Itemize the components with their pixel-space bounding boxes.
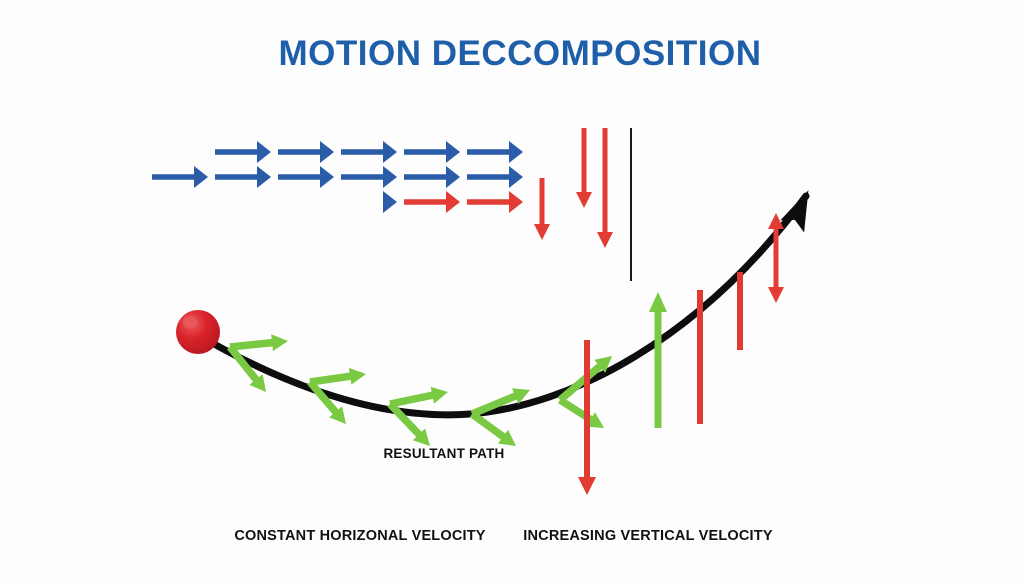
vertical-velocity-bars-group (578, 213, 784, 495)
horizontal-velocity-arrowhead (446, 191, 460, 213)
component-vector-up-head (594, 356, 612, 373)
component-vector-up-head (430, 386, 448, 404)
vertical-velocity-bar-head (578, 477, 596, 495)
component-vector-down-head (498, 429, 516, 446)
horizontal-velocity-arrowhead (320, 166, 334, 188)
horizontal-velocity-arrowhead (194, 166, 208, 188)
component-vector-down-shaft (387, 401, 424, 440)
vertical-velocity-arrowhead (534, 224, 550, 240)
double-headed-arrow-head-down (768, 287, 784, 303)
projectile-ball (176, 310, 220, 354)
increasing-vertical-velocity-top-group (534, 128, 632, 281)
page-title: MOTION DECCOMPOSITION (279, 34, 762, 73)
horizontal-velocity-arrowhead (257, 166, 271, 188)
horizontal-velocity-arrowhead (509, 166, 523, 188)
component-vector-up-head (271, 334, 288, 352)
path-arrowhead (780, 190, 809, 233)
velocity-component-vectors-group (227, 334, 612, 446)
component-vector-up-shaft (229, 338, 276, 351)
component-vector-down-shaft (469, 410, 508, 442)
ball-body (176, 310, 220, 354)
double-headed-arrow-head-up (768, 213, 784, 229)
component-vector-down-head (329, 406, 346, 424)
component-vector-up-head (511, 388, 530, 404)
component-vector-up-shaft (309, 372, 354, 386)
constant-horizontal-velocity-group (152, 141, 523, 213)
horizontal-velocity-arrowhead (509, 191, 523, 213)
vertical-velocity-arrowhead (597, 232, 613, 248)
horizontal-velocity-arrowhead (383, 141, 397, 163)
horizontal-velocity-arrowhead (320, 141, 334, 163)
horizontal-velocity-arrowhead (509, 141, 523, 163)
component-vector-down-head (585, 412, 604, 428)
constant-horizontal-velocity-label: CONSTANT HORIZONAL VELOCITY (234, 528, 485, 544)
resultant-vertical-arrowhead (649, 292, 667, 312)
component-vector-up-shaft (389, 390, 437, 408)
component-vector-up-shaft (557, 361, 605, 403)
horizontal-velocity-arrowhead (446, 166, 460, 188)
component-vector-down-head (412, 428, 430, 446)
component-vector-down-shaft (307, 379, 341, 417)
resultant-path-label: RESULTANT PATH (383, 446, 504, 461)
horizontal-velocity-arrowhead (383, 191, 397, 213)
component-vector-up-head (348, 367, 366, 385)
vertical-velocity-arrowhead (576, 192, 592, 208)
component-vector-down-shaft (227, 344, 261, 385)
horizontal-velocity-arrowhead (446, 141, 460, 163)
component-vector-up-shaft (470, 391, 520, 418)
horizontal-velocity-arrowhead (383, 166, 397, 188)
ball-highlight (182, 315, 198, 329)
increasing-vertical-velocity-label: INCREASING VERTICAL VELOCITY (523, 528, 773, 544)
component-vector-down-head (249, 374, 266, 392)
horizontal-velocity-arrowhead (257, 141, 271, 163)
